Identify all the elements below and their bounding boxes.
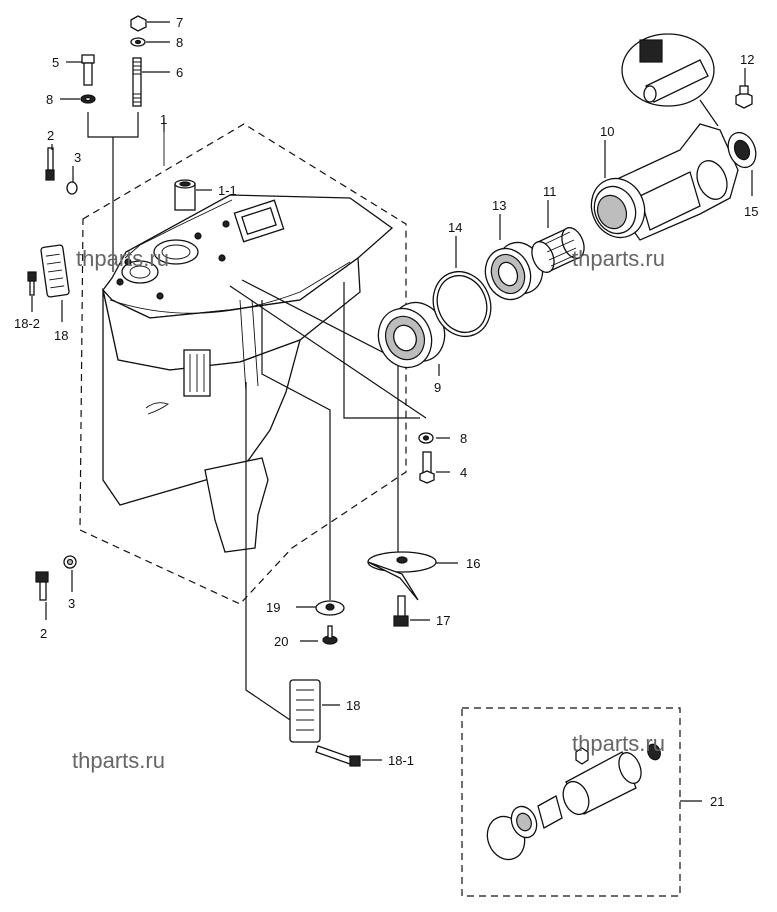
label-3-lower: 3 — [68, 596, 75, 611]
bearing-kit-21 — [486, 743, 661, 861]
needle-bearing-11 — [531, 227, 585, 273]
bolt-18-2 — [27, 271, 37, 296]
label-19: 19 — [266, 600, 280, 615]
label-11: 11 — [543, 184, 557, 199]
plate-19 — [315, 600, 345, 616]
label-15: 15 — [744, 204, 758, 219]
label-16: 16 — [466, 556, 480, 571]
watermark-3: thparts.ru — [72, 748, 165, 773]
washer-3-upper — [66, 181, 78, 195]
nut-7 — [130, 15, 147, 32]
collar-1-1 — [174, 179, 196, 211]
label-8-top: 8 — [176, 35, 183, 50]
label-18-1: 18-1 — [388, 753, 414, 768]
roller-bearing-13 — [484, 241, 544, 301]
label-8-left: 8 — [46, 92, 53, 107]
kit-21-outline — [461, 707, 681, 897]
label-4: 4 — [460, 465, 467, 480]
label-13: 13 — [492, 198, 506, 213]
bolt-12 — [735, 85, 753, 109]
label-9: 9 — [434, 380, 441, 395]
label-2-lower: 2 — [40, 626, 47, 641]
label-20: 20 — [274, 634, 288, 649]
label-5: 5 — [52, 55, 59, 70]
label-7: 7 — [176, 15, 183, 30]
label-1: 1 — [160, 112, 167, 127]
label-1-1: 1-1 — [218, 183, 237, 198]
label-18-2: 18-2 — [14, 316, 40, 331]
watermark-2: thparts.ru — [572, 246, 665, 271]
label-8-right: 8 — [460, 431, 467, 446]
anode-18-lower — [289, 679, 321, 743]
bearing-housing-10 — [590, 123, 739, 241]
watermark-1: thparts.ru — [76, 246, 169, 271]
seal-detail-callout — [621, 33, 715, 107]
label-18-upper: 18 — [54, 328, 68, 343]
bolt-2-lower — [35, 571, 49, 601]
screw-20 — [322, 625, 338, 645]
stud-6 — [132, 57, 142, 107]
label-14: 14 — [448, 220, 462, 235]
leader-lines — [31, 21, 753, 802]
screw-18-1 — [315, 745, 361, 767]
watermark-4: thparts.ru — [572, 731, 665, 756]
label-2-upper: 2 — [47, 128, 54, 143]
bolt-2-upper — [45, 147, 55, 181]
gear-housing — [101, 194, 394, 553]
anode-18-upper — [40, 244, 70, 298]
bolt-5 — [81, 54, 95, 64]
bolt-4 — [419, 451, 435, 484]
watermarks: thparts.ru thparts.ru thparts.ru thparts… — [72, 246, 665, 773]
anode-16 — [367, 551, 437, 601]
oil-seal-15 — [727, 131, 757, 169]
housing-assembly-outline — [79, 123, 407, 605]
label-3-upper: 3 — [74, 150, 81, 165]
label-18-lower: 18 — [346, 698, 360, 713]
part-labels: 7 8 5 6 8 1 2 3 1-1 18-2 18 10 12 15 11 … — [14, 15, 758, 809]
label-12: 12 — [740, 52, 754, 67]
label-21: 21 — [710, 794, 724, 809]
label-17: 17 — [436, 613, 450, 628]
label-6: 6 — [176, 65, 183, 80]
label-10: 10 — [600, 124, 614, 139]
ball-bearing-9 — [377, 301, 446, 369]
bolt-17 — [393, 595, 409, 627]
